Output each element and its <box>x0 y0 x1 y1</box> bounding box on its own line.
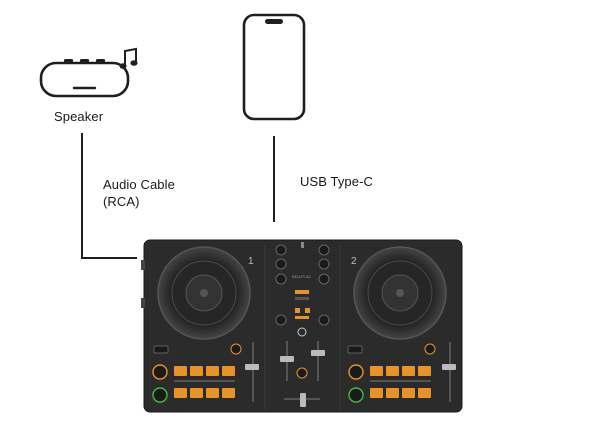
controller-logo: DDJ-FLX2 <box>292 274 311 279</box>
deck2-number: 2 <box>351 256 357 267</box>
deck1-number: 1 <box>248 256 254 267</box>
dj-controller: 1 2 DDJ-FLX2 <box>141 239 463 413</box>
right-jog-wheel <box>353 246 447 340</box>
music-note-icon <box>119 47 138 69</box>
smartphone-icon <box>242 13 306 121</box>
right-deck-controls <box>347 342 456 403</box>
speaker-label: Speaker <box>54 109 104 124</box>
usb-cable-label: USB Type-C <box>300 174 374 189</box>
speaker-icon <box>39 59 130 98</box>
audio-cable-line <box>81 133 137 259</box>
audio-cable-type-label: (RCA) <box>103 194 140 209</box>
left-jog-wheel <box>157 246 251 340</box>
audio-cable-label: Audio Cable <box>103 177 175 192</box>
left-deck-controls <box>152 342 259 403</box>
mixer-section: DDJ-FLX2 <box>264 242 341 410</box>
